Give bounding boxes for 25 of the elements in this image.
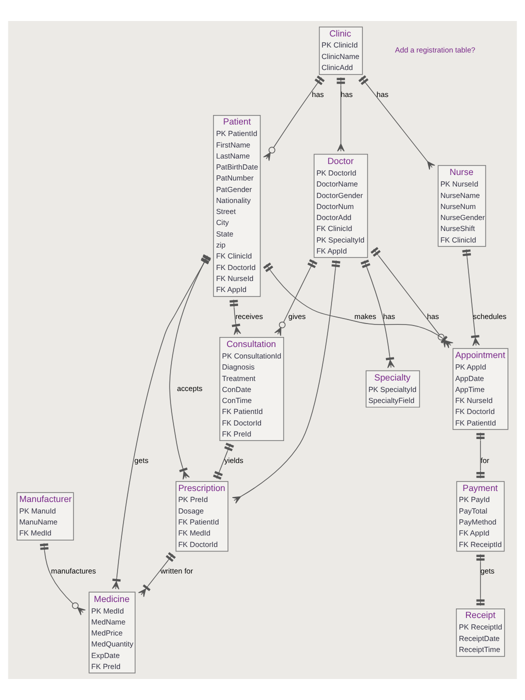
edge-label: receives xyxy=(235,312,263,321)
edge-label: manufactures xyxy=(51,566,96,576)
edge-label: gets xyxy=(134,456,148,465)
edge-label: has xyxy=(383,312,396,321)
edge-label: gives xyxy=(288,312,306,321)
edge-label: gets xyxy=(480,566,495,576)
edge-label: accepts xyxy=(176,384,202,393)
edge-label: has xyxy=(376,90,388,99)
edge-label: for xyxy=(480,456,490,465)
connector xyxy=(274,259,318,336)
connector xyxy=(263,76,325,162)
edge-label: has xyxy=(340,90,353,99)
edge-label: has xyxy=(312,90,324,99)
connector xyxy=(169,254,211,480)
connector xyxy=(462,249,480,346)
connector xyxy=(358,75,436,170)
edge-label: written for xyxy=(160,566,193,576)
connector xyxy=(138,552,176,598)
edge-label: schedules xyxy=(473,312,506,321)
edge-label: yields xyxy=(224,456,244,465)
edge-label: makes xyxy=(354,312,376,321)
label: Add a registration table? xyxy=(395,46,476,55)
connector xyxy=(213,442,234,480)
edge-label: has xyxy=(426,312,439,321)
connector xyxy=(370,247,450,348)
